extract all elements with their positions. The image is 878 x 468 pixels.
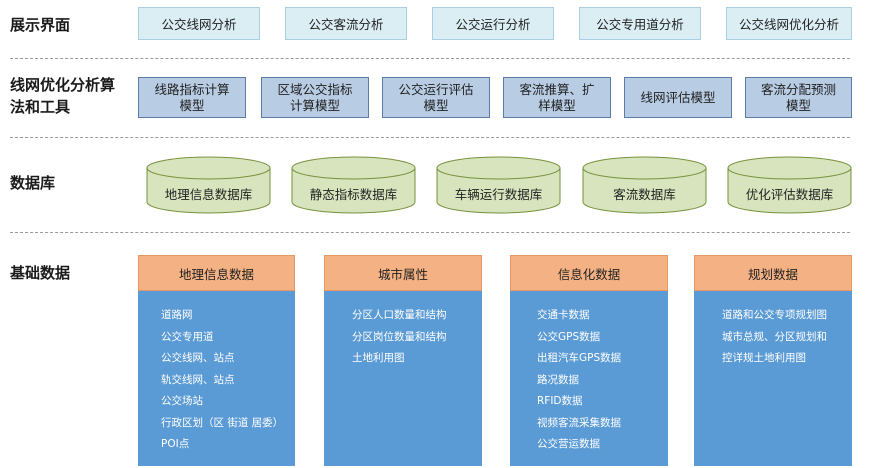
list-item: 公交场站 <box>161 395 203 407</box>
list-item: 视频客流采集数据 <box>537 416 621 429</box>
display-item-operation: 公交运行分析 <box>432 7 554 40</box>
db-static-indicator: 静态指标数据库 <box>291 156 416 214</box>
tool-line2: 模型 <box>785 97 811 113</box>
tool-line1: 客流推算、扩 <box>519 81 595 97</box>
divider-2 <box>10 137 850 138</box>
list-item: POI点 <box>161 438 190 450</box>
list-item: 土地利用图 <box>352 352 405 364</box>
category-geo-body: 道路网 公交专用道 公交线网、站点 轨交线网、站点 公交场站 行政区划（区 街道… <box>138 291 295 466</box>
list-item: 分区人口数量和结构 <box>352 309 447 321</box>
list-item: 出租汽车GPS数据 <box>537 352 622 364</box>
row-label-tools-line1: 线网优化分析算 <box>10 76 116 94</box>
list-item: 道路和公交专项规划图 <box>722 309 827 321</box>
db-vehicle-operation: 车辆运行数据库 <box>436 156 561 214</box>
list-item: 路况数据 <box>537 373 579 386</box>
list-item: 公交营运数据 <box>537 438 600 450</box>
row-label-base: 基础数据 <box>10 264 71 282</box>
list-item: 道路网 <box>161 309 193 321</box>
tool-area-indicator-model: 区域公交指标计算模型 <box>261 77 369 118</box>
tool-line1: 区域公交指标 <box>277 81 353 97</box>
divider-1 <box>10 58 850 59</box>
cylinder-icon <box>436 156 561 214</box>
db-optimization-eval: 优化评估数据库 <box>727 156 852 214</box>
list-item: 公交线网、站点 <box>161 352 235 364</box>
list-item: 城市总规、分区规划和 <box>722 330 827 343</box>
display-item-network-optimization: 公交线网优化分析 <box>726 7 852 40</box>
db-label: 地理信息数据库 <box>164 187 253 202</box>
category-city-header: 城市属性 <box>324 255 482 291</box>
list-item: RFID数据 <box>537 395 583 407</box>
category-planning-header: 规划数据 <box>694 255 852 291</box>
db-geo: 地理信息数据库 <box>146 156 271 214</box>
db-label: 车辆运行数据库 <box>454 187 543 202</box>
tool-line2: 模型 <box>423 97 449 113</box>
tool-line2: 样模型 <box>538 97 576 113</box>
list-item: 分区岗位数量和结构 <box>352 330 447 343</box>
db-label: 静态指标数据库 <box>309 187 398 202</box>
row-label-database: 数据库 <box>10 174 56 192</box>
db-passenger-flow: 客流数据库 <box>582 156 707 214</box>
tool-network-eval-model: 线网评估模型 <box>624 77 732 118</box>
row-label-display: 展示界面 <box>10 16 71 34</box>
tool-operation-eval-model: 公交运行评估模型 <box>382 77 490 118</box>
category-info-body: 交通卡数据 公交GPS数据 出租汽车GPS数据 路况数据 RFID数据 视频客流… <box>510 291 668 466</box>
display-item-line-network: 公交线网分析 <box>138 7 260 40</box>
category-city-body: 分区人口数量和结构 分区岗位数量和结构 土地利用图 <box>324 291 482 466</box>
tool-line-indicator-model: 线路指标计算模型 <box>138 77 246 118</box>
category-planning-body: 道路和公交专项规划图 城市总规、分区规划和 控详规土地利用图 <box>694 291 852 466</box>
list-item: 公交GPS数据 <box>537 330 601 343</box>
tool-line2: 模型 <box>179 97 205 113</box>
tool-line1: 线路指标计算 <box>154 81 230 97</box>
db-label: 客流数据库 <box>613 187 676 202</box>
display-item-passenger-flow: 公交客流分析 <box>285 7 407 40</box>
tool-line2: 计算模型 <box>289 97 340 113</box>
db-label: 优化评估数据库 <box>745 187 834 202</box>
tool-line1: 线网评估模型 <box>640 89 716 105</box>
row-label-tools-line2: 法和工具 <box>10 98 71 116</box>
list-item: 行政区划（区 街道 居委） <box>161 416 284 429</box>
tool-line1: 客流分配预测 <box>760 81 836 97</box>
cylinder-icon <box>582 156 707 214</box>
display-item-bus-lane: 公交专用道分析 <box>579 7 701 40</box>
divider-3 <box>10 232 850 233</box>
row-label-tools: 线网优化分析算 法和工具 <box>10 74 115 118</box>
cylinder-icon <box>727 156 852 214</box>
list-item: 公交专用道 <box>161 330 214 343</box>
cylinder-icon <box>291 156 416 214</box>
list-item: 交通卡数据 <box>537 309 590 321</box>
list-item: 控详规土地利用图 <box>722 352 806 364</box>
tool-flow-expansion-model: 客流推算、扩样模型 <box>503 77 611 118</box>
cylinder-icon <box>146 156 271 214</box>
category-info-header: 信息化数据 <box>510 255 668 291</box>
tool-flow-assignment-model: 客流分配预测模型 <box>745 77 852 118</box>
tool-line1: 公交运行评估 <box>398 81 474 97</box>
category-geo-header: 地理信息数据 <box>138 255 295 291</box>
list-item: 轨交线网、站点 <box>161 373 235 386</box>
